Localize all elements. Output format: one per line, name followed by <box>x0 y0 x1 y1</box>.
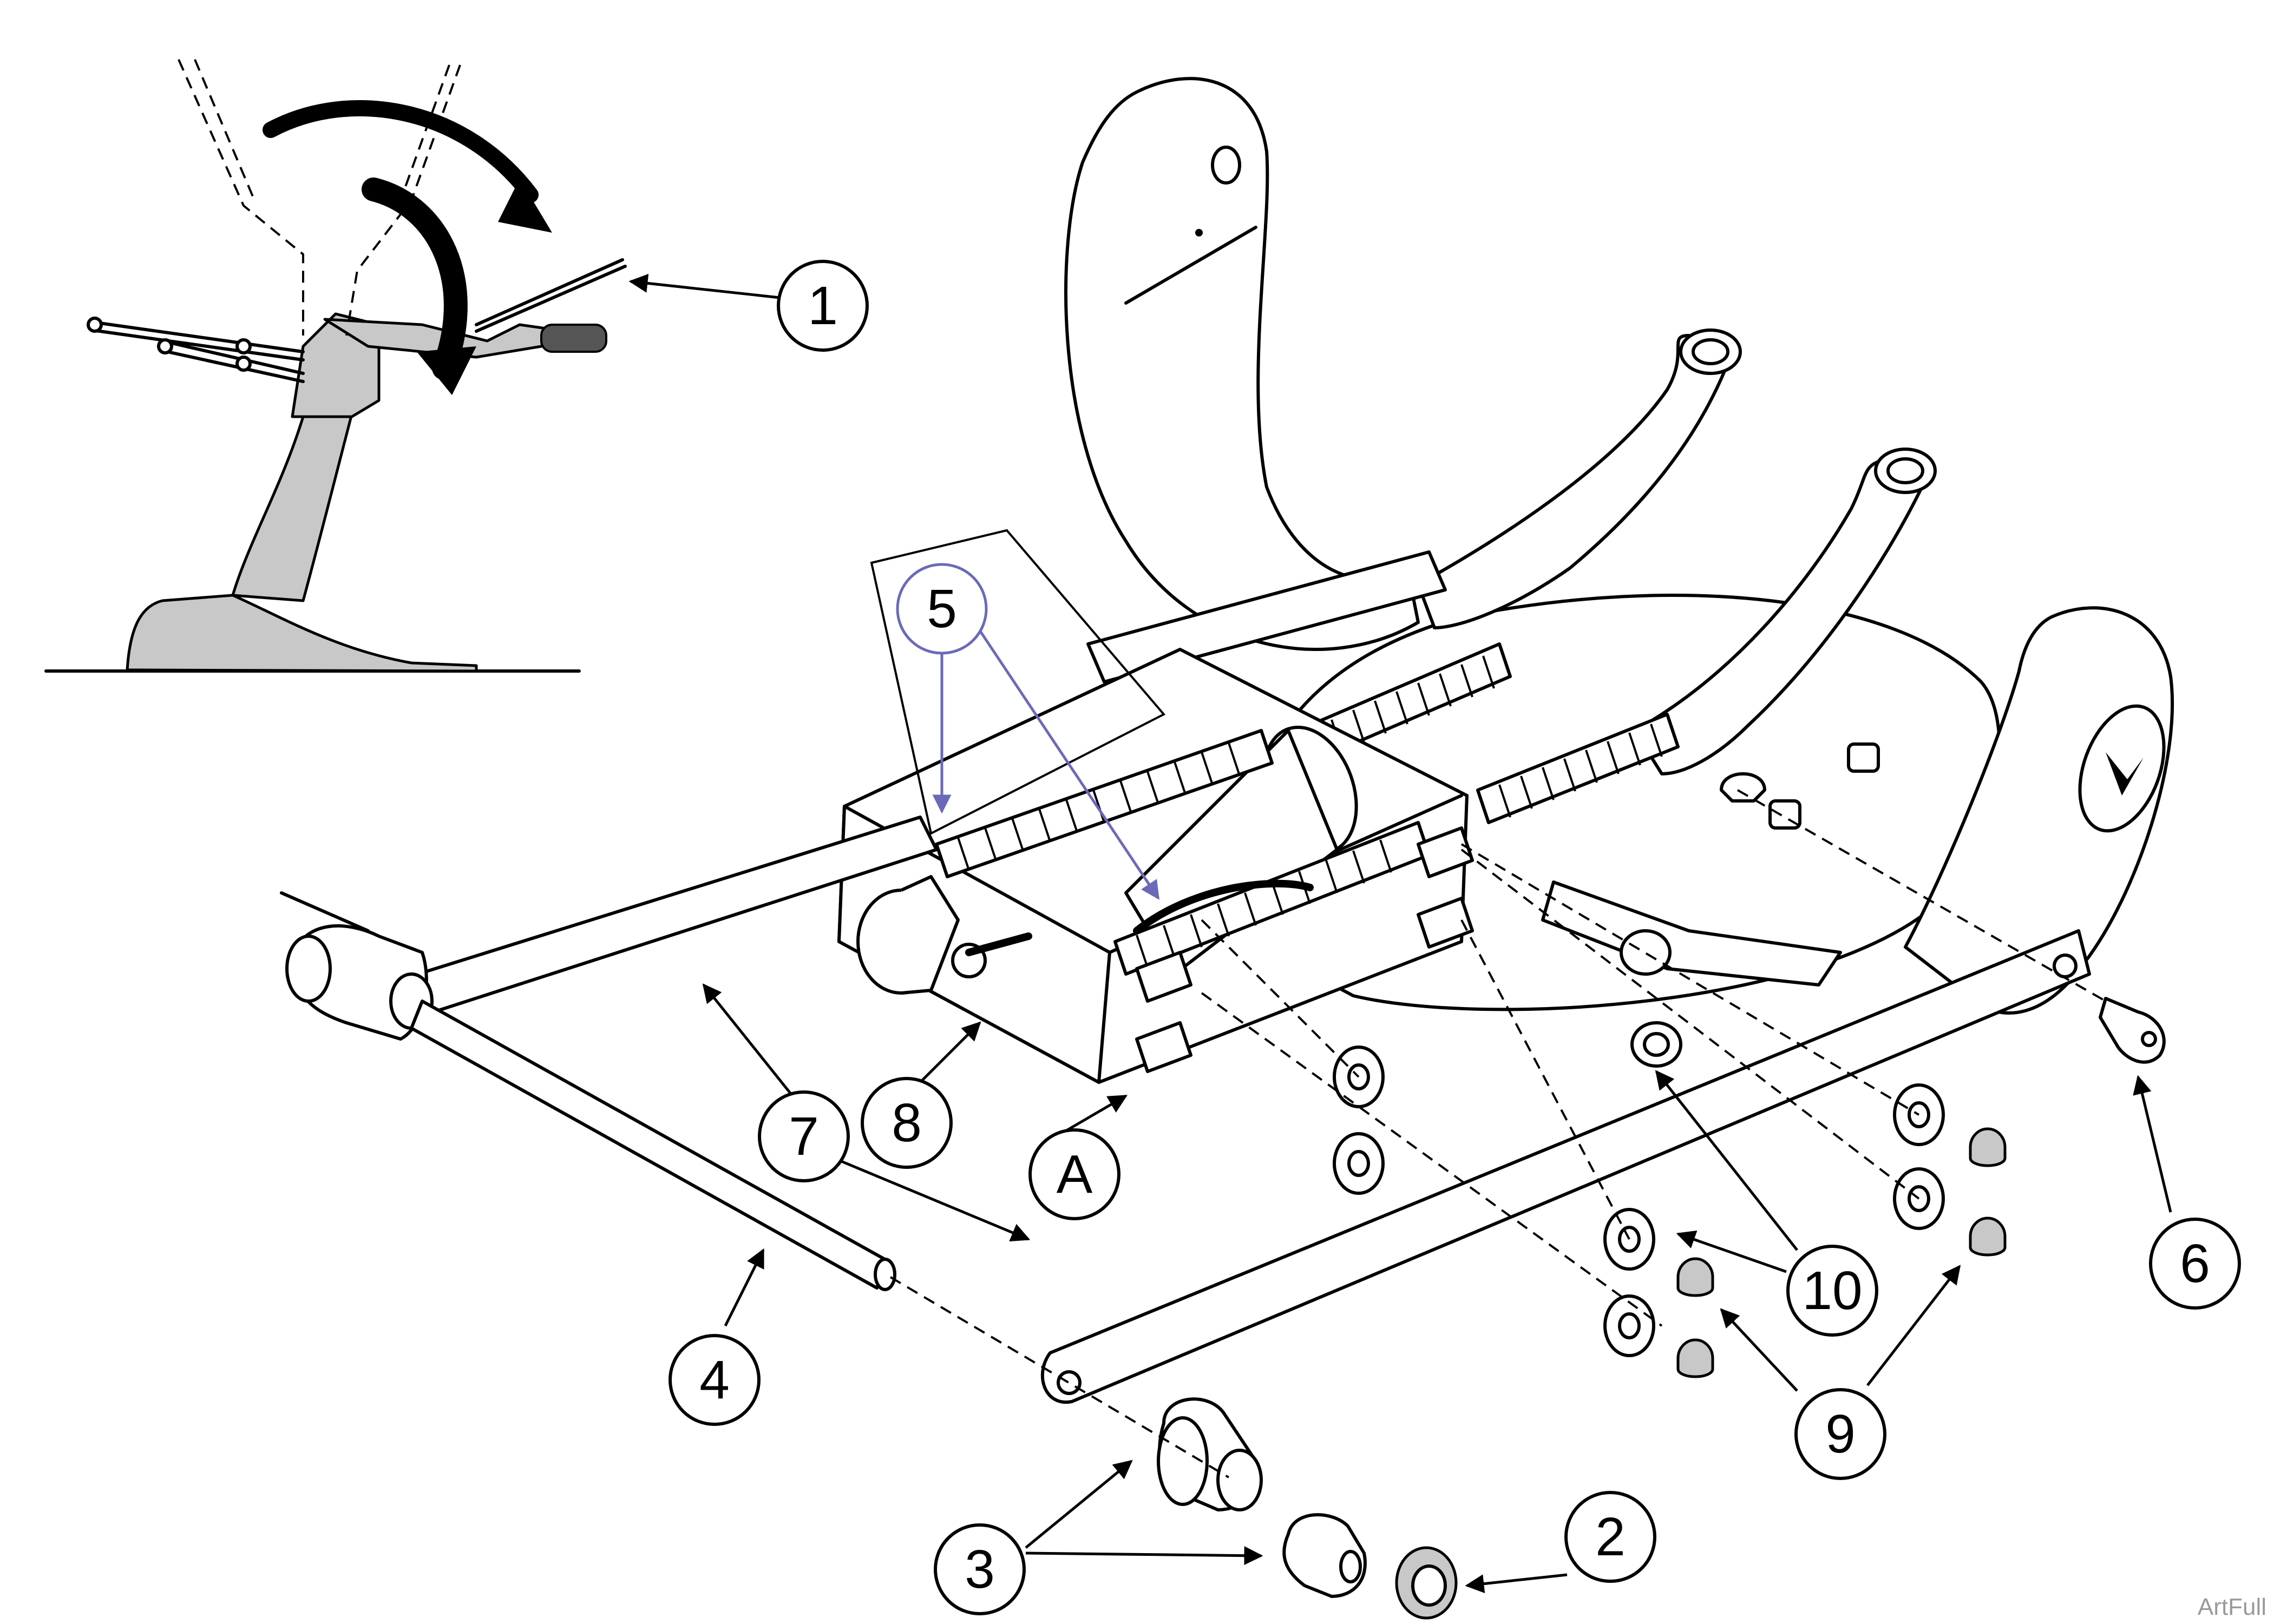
leader-A <box>1060 1094 1128 1135</box>
callout-7: 7 <box>758 1090 850 1182</box>
callout-A: A <box>1028 1128 1120 1220</box>
leader-5b <box>962 605 1160 900</box>
leader-7a <box>702 983 802 1108</box>
watermark: ArtFull <box>2197 1594 2266 1620</box>
leader-10a <box>1676 1230 1787 1273</box>
chair-inset <box>44 59 627 673</box>
leader-3a <box>1025 1459 1133 1549</box>
assembly-dashed-lines <box>889 789 2106 1478</box>
callout-7-label: 7 <box>789 1106 819 1167</box>
callout-5: 5 <box>896 563 988 655</box>
callout-5-bracket <box>870 529 1166 835</box>
recline-arrow-lower <box>362 177 468 380</box>
link-arm-upper <box>1417 334 1734 629</box>
back-rod <box>475 258 624 326</box>
callout-8: 8 <box>861 1077 953 1169</box>
callout-6: 6 <box>2149 1218 2241 1310</box>
leader-7b <box>833 1156 1031 1242</box>
plate-logo <box>2078 704 2166 833</box>
leader-10b <box>1655 1070 1798 1251</box>
recline-arrow-upper <box>263 100 539 203</box>
shoulder-screw <box>2099 997 2166 1064</box>
callout-10: 10 <box>1786 1245 1878 1337</box>
upright-arm-hole <box>1211 146 1241 185</box>
center-pivot-link <box>1541 880 1842 987</box>
leader-8 <box>919 1021 981 1083</box>
leader-4 <box>724 1248 765 1327</box>
main-assembly <box>280 77 2174 1620</box>
callout-5-label: 5 <box>927 578 957 639</box>
cap-nut <box>1676 1257 1714 1297</box>
callout-1: 1 <box>777 260 869 352</box>
bushing-stack <box>1157 1397 1458 1620</box>
callout-3-label: 3 <box>965 1539 995 1600</box>
leader-3b <box>1025 1546 1263 1566</box>
right-side-plate <box>1904 606 2174 1015</box>
callout-3: 3 <box>934 1523 1026 1615</box>
leader-2 <box>1465 1573 1568 1594</box>
callout-leaders <box>628 274 2172 1594</box>
callout-A-label: A <box>1057 1144 1093 1205</box>
leader-6 <box>2133 1075 2172 1213</box>
callout-6-label: 6 <box>2180 1233 2210 1294</box>
chair-base <box>126 594 478 673</box>
callout-9: 9 <box>1794 1388 1886 1480</box>
callout-4: 4 <box>669 1334 761 1426</box>
callout-2-label: 2 <box>1595 1507 1626 1567</box>
leader-9b <box>1866 1265 1961 1386</box>
back-upright-arm <box>1064 77 1420 651</box>
raised-back-outline <box>178 59 304 336</box>
callout-9-label: 9 <box>1825 1404 1856 1464</box>
leader-1 <box>628 274 780 299</box>
leader-9a <box>1720 1308 1798 1392</box>
black-cable <box>1133 879 1314 935</box>
callout-1-label: 1 <box>808 275 838 336</box>
lower-rod <box>410 1000 889 1290</box>
callout-4-label: 4 <box>699 1350 730 1410</box>
callout-10-label: 10 <box>1802 1260 1862 1321</box>
headrest <box>540 324 607 353</box>
chair-column <box>231 412 353 602</box>
lower-link-bar <box>1040 929 2091 1404</box>
callout-8-label: 8 <box>892 1093 922 1153</box>
callout-2: 2 <box>1564 1491 1656 1583</box>
